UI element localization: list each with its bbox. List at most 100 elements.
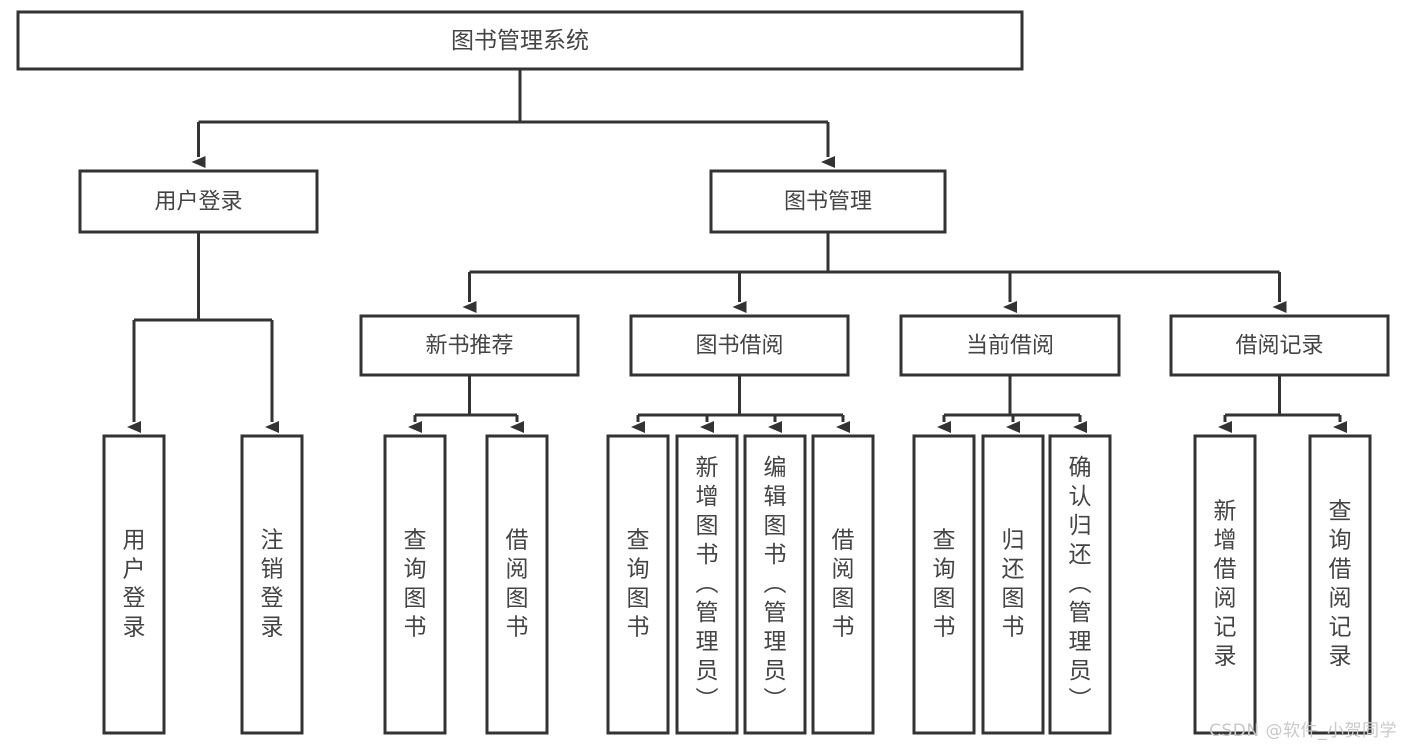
node-label-char: 记 xyxy=(1329,615,1352,641)
node-box-leaf-borrow-book-1 xyxy=(485,434,549,735)
node-label-char: 辑 xyxy=(764,484,787,510)
node-box-leaf-query-book-1 xyxy=(383,434,447,735)
node-label-char: 还 xyxy=(1069,542,1092,568)
node-box-borrow-record xyxy=(1169,314,1390,377)
node-label-char: 归 xyxy=(1069,513,1092,539)
node-label-char: 销 xyxy=(261,557,284,583)
node-label-char: 查 xyxy=(1329,499,1352,525)
node-user-login[interactable]: 用户登录 xyxy=(78,169,319,234)
node-box-leaf-query-book-2 xyxy=(606,434,670,735)
node-label-char: 管 xyxy=(764,600,787,626)
node-label-char: 还 xyxy=(1002,557,1025,583)
node-label-char: 借 xyxy=(1214,557,1237,583)
node-label-char: 书 xyxy=(1002,615,1025,641)
node-label-char: 记 xyxy=(1214,615,1237,641)
node-label-char: 管 xyxy=(1069,600,1092,626)
node-label-new-book-recommend: 新书推荐 xyxy=(425,334,513,359)
node-label-current-borrow: 当前借阅 xyxy=(966,334,1054,359)
node-label-char: 阅 xyxy=(1329,586,1352,612)
node-label-char: 图 xyxy=(404,586,427,612)
node-label-char: 登 xyxy=(261,586,284,612)
node-label-book-borrow: 图书借阅 xyxy=(695,334,783,359)
node-box-leaf-user-login xyxy=(102,434,166,735)
node-label-char: 图 xyxy=(764,513,787,539)
node-label-char: ︵ xyxy=(696,571,719,597)
node-label-char: 确 xyxy=(1069,455,1092,481)
node-label-char: 查 xyxy=(404,528,427,554)
node-box-root xyxy=(16,10,1024,71)
node-label-char: 员 xyxy=(764,658,787,684)
node-label-char: 借 xyxy=(832,528,855,554)
node-label-char: 新 xyxy=(696,455,719,481)
node-box-leaf-query-record xyxy=(1308,434,1372,735)
node-label-char: 管 xyxy=(696,600,719,626)
node-box-leaf-query-book-3 xyxy=(912,434,976,735)
node-box-leaf-user-logout xyxy=(240,434,304,735)
node-label-char: 理 xyxy=(696,629,719,655)
node-box-user-login xyxy=(78,169,319,234)
node-label-char: 图 xyxy=(1002,586,1025,612)
node-label-char: 理 xyxy=(764,629,787,655)
node-box-book-manage xyxy=(709,169,947,234)
node-label-char: 书 xyxy=(832,615,855,641)
node-label-char: 员 xyxy=(1069,658,1092,684)
node-label-char: 录 xyxy=(1214,644,1237,670)
node-label-borrow-record: 借阅记录 xyxy=(1235,334,1323,359)
node-label-char: ︶ xyxy=(764,687,787,713)
node-label-char: 新 xyxy=(1214,499,1237,525)
node-label-char: 阅 xyxy=(832,557,855,583)
node-book-borrow[interactable]: 图书借阅 xyxy=(629,314,850,377)
node-box-leaf-add-record xyxy=(1193,434,1257,735)
node-box-leaf-edit-book xyxy=(743,434,807,735)
node-box-new-book-recommend xyxy=(359,314,580,377)
node-box-book-borrow xyxy=(629,314,850,377)
node-label-char: 查 xyxy=(627,528,650,554)
node-leaf-user-login[interactable]: 用户登录 xyxy=(102,434,166,735)
node-label-char: ︵ xyxy=(1069,571,1092,597)
node-label-char: 阅 xyxy=(1214,586,1237,612)
watermark-text: CSDN @软件_小贺同学 xyxy=(1209,721,1397,741)
node-label-char: 书 xyxy=(627,615,650,641)
node-label-char: 员 xyxy=(696,658,719,684)
node-label-char: 借 xyxy=(1329,557,1352,583)
node-label-char: 增 xyxy=(696,484,719,510)
node-label-char: 询 xyxy=(933,557,956,583)
node-box-current-borrow xyxy=(899,314,1121,377)
node-current-borrow[interactable]: 当前借阅 xyxy=(899,314,1121,377)
node-label-char: 登 xyxy=(123,586,146,612)
node-label-char: 理 xyxy=(1069,629,1092,655)
node-label-char: 图 xyxy=(832,586,855,612)
node-label-user-login: 用户登录 xyxy=(154,190,242,215)
node-label-char: 归 xyxy=(1002,528,1025,554)
node-label-root: 图书管理系统 xyxy=(451,28,589,54)
node-label-char: 书 xyxy=(506,615,529,641)
node-label-char: 录 xyxy=(261,615,284,641)
node-root[interactable]: 图书管理系统 xyxy=(16,10,1024,71)
node-label-char: 询 xyxy=(404,557,427,583)
node-label-char: 户 xyxy=(123,557,146,583)
node-new-book-recommend[interactable]: 新书推荐 xyxy=(359,314,580,377)
node-label-char: 借 xyxy=(506,528,529,554)
node-label-char: 书 xyxy=(404,615,427,641)
node-label-char: 注 xyxy=(261,528,284,554)
node-label-char: 询 xyxy=(627,557,650,583)
node-borrow-record[interactable]: 借阅记录 xyxy=(1169,314,1390,377)
node-label-char: 用 xyxy=(123,528,146,554)
node-book-manage[interactable]: 图书管理 xyxy=(709,169,947,234)
node-box-leaf-return-book xyxy=(981,434,1045,735)
node-label-char: ︶ xyxy=(696,687,719,713)
